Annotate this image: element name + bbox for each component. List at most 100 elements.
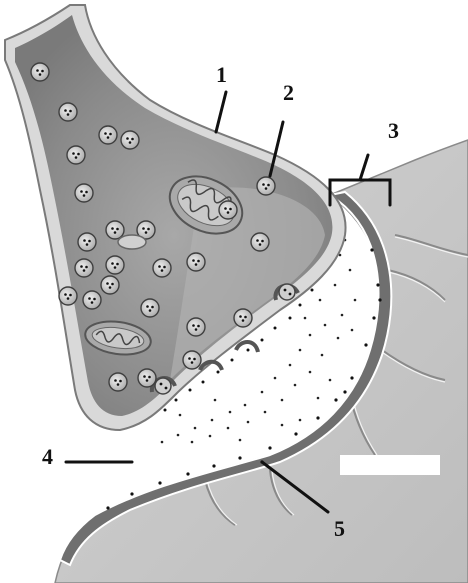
vesicle [75,259,93,277]
vesicle-neurotransmitter [107,136,110,139]
vesicle-neurotransmitter [119,380,122,383]
vesicle-neurotransmitter [64,293,67,296]
vesicle-neurotransmitter [116,263,119,266]
vesicle-neurotransmitter [148,376,151,379]
vesicle-neurotransmitter [151,306,154,309]
vesicle-neurotransmitter [261,240,264,243]
label-2: 2 [283,80,294,105]
vesicle-neurotransmitter [75,156,78,159]
vesicle-neurotransmitter [192,259,195,262]
vesicle-neurotransmitter [114,266,117,269]
vesicle-neurotransmitter [72,152,75,155]
vesicle-neurotransmitter [146,305,149,308]
vesicle-neurotransmitter [117,383,120,386]
vesicle-neurotransmitter [142,227,145,230]
vesicle [59,287,77,305]
vesicle-neurotransmitter [69,110,72,113]
vesicle-neurotransmitter [104,132,107,135]
vesicle-neurotransmitter [267,184,270,187]
vesicle [257,177,275,195]
vesicle-neurotransmitter [91,301,94,304]
vesicle-neurotransmitter [195,328,198,331]
vesicle [78,233,96,251]
vesicle-neurotransmitter [131,138,134,141]
vesicle-neurotransmitter [85,266,88,269]
vesicle-neurotransmitter [64,109,67,112]
vesicle-neurotransmitter [111,227,114,230]
vesicle [109,373,127,391]
vesicle-neurotransmitter [83,194,86,197]
vesicle-neurotransmitter [224,207,227,210]
vesicle [75,184,93,202]
vesicle [83,291,101,309]
vesicle-neurotransmitter [69,294,72,297]
vesicle-neurotransmitter [88,297,91,300]
vesicle-neurotransmitter [80,190,83,193]
vesicle [106,221,124,239]
vesicle-neurotransmitter [262,183,265,186]
vesicle-neurotransmitter [163,266,166,269]
vesicle [59,103,77,121]
vesicle-neurotransmitter [259,243,262,246]
vesicle-neurotransmitter [227,211,230,214]
vesicle [153,259,171,277]
vesicle-neurotransmitter [145,231,148,234]
vesicle-neurotransmitter [197,260,200,263]
vesicle-neurotransmitter [67,113,70,116]
vesicle [99,126,117,144]
vesicle-neurotransmitter [36,69,39,72]
vesicle-neurotransmitter [239,315,242,318]
vesicle-neurotransmitter [256,239,259,242]
label-4: 4 [42,444,53,469]
vesicle-neurotransmitter [192,324,195,327]
vesicle-neurotransmitter [193,358,196,361]
vesicle-neurotransmitter [109,286,112,289]
vesicle-neurotransmitter [106,282,109,285]
vesicle-neurotransmitter [88,240,91,243]
vesicle-neurotransmitter [67,297,70,300]
vesicle-neurotransmitter [229,208,232,211]
vesicle-neurotransmitter [265,187,268,190]
vesicle-neurotransmitter [114,231,117,234]
vesicle [31,63,49,81]
vesicle [106,256,124,274]
vesicle-neurotransmitter [86,243,89,246]
vesicle-neurotransmitter [41,70,44,73]
vesicle-neurotransmitter [39,73,42,76]
label-3: 3 [388,118,399,143]
vesicle-neurotransmitter [161,269,164,272]
vesicle [251,233,269,251]
presynaptic-terminal [5,5,346,430]
vesicle-neurotransmitter [143,375,146,378]
vesicle-neurotransmitter [80,265,83,268]
vesicle-neurotransmitter [197,325,200,328]
vesicle [101,276,119,294]
vesicle [183,351,201,369]
vesicle [219,201,237,219]
vesicle [67,146,85,164]
leader-line-1 [216,92,226,132]
vesicle-neurotransmitter [195,263,198,266]
vesicle-neurotransmitter [83,239,86,242]
vesicle [234,309,252,327]
label-5: 5 [334,516,345,541]
organelle [118,235,146,249]
vesicle-neurotransmitter [114,379,117,382]
vesicle [141,299,159,317]
vesicle-neurotransmitter [191,361,194,364]
vesicle-neurotransmitter [109,133,112,136]
vesicle-neurotransmitter [111,283,114,286]
vesicle-neurotransmitter [85,191,88,194]
vesicle-neurotransmitter [242,319,245,322]
vesicle-neurotransmitter [149,309,152,312]
vesicle-neurotransmitter [146,379,149,382]
vesicle-neurotransmitter [158,265,161,268]
vesicle-neurotransmitter [129,141,132,144]
vesicle [121,131,139,149]
vesicle [187,318,205,336]
label-1: 1 [216,62,227,87]
vesicle-neurotransmitter [116,228,119,231]
vesicle-neurotransmitter [83,269,86,272]
vesicle-neurotransmitter [244,316,247,319]
